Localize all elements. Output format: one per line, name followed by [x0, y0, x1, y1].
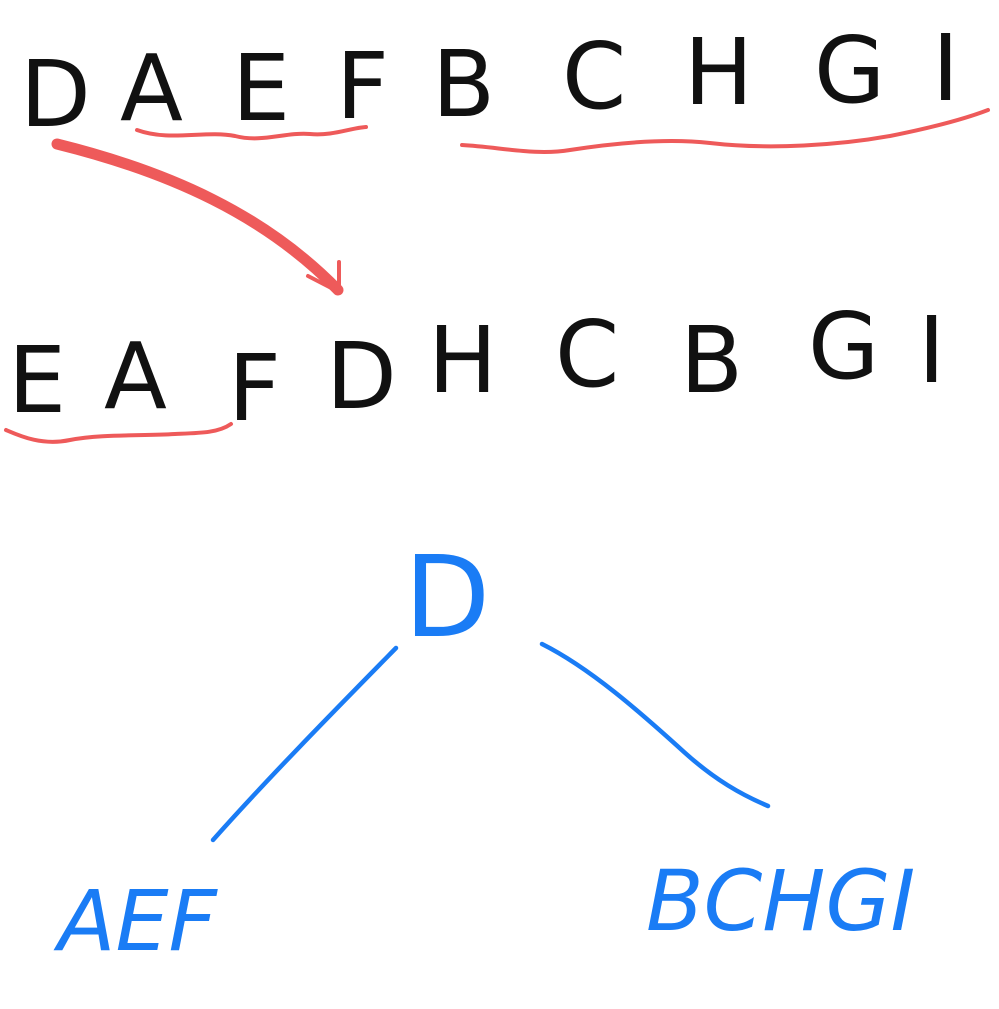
seq2-letter-5: H — [428, 307, 497, 414]
binary-tree: D AEF BCHGI — [53, 533, 915, 970]
second-sequence: E A F D H C B G I — [8, 293, 945, 442]
first-sequence: D A E F B C H G I — [20, 15, 959, 148]
seq2-letter-6: C — [555, 301, 619, 408]
seq2-letter-4: D — [326, 323, 397, 430]
seq1-letter-3: E — [232, 35, 290, 142]
seq2-letter-7: B — [680, 307, 743, 414]
right-subtree-label: BCHGI — [646, 852, 915, 950]
seq1-letter-1: D — [20, 41, 91, 148]
left-branch — [210, 645, 399, 843]
seq2-letter-1: E — [8, 327, 66, 434]
seq1-letter-7: H — [684, 19, 753, 126]
underline-left-group-2 — [4, 422, 233, 444]
move-arrow — [51, 138, 344, 296]
underline-right-group-1 — [460, 108, 990, 155]
arrow-shaft — [51, 138, 344, 296]
seq1-letter-8: G — [814, 17, 885, 124]
seq1-letter-4: F — [336, 33, 389, 140]
left-subtree-label: AEF — [53, 872, 219, 970]
underline-left-group-1 — [135, 125, 368, 141]
seq2-letter-2: A — [104, 323, 167, 430]
right-branch — [539, 641, 771, 809]
seq1-letter-2: A — [120, 35, 183, 142]
seq1-letter-9: I — [932, 15, 959, 122]
seq2-letter-8: G — [808, 293, 879, 400]
seq2-letter-3: F — [228, 335, 281, 442]
tree-root-node: D — [404, 533, 490, 663]
arrow-head — [306, 260, 341, 294]
seq2-letter-9: I — [918, 297, 945, 404]
seq1-letter-5: B — [432, 31, 495, 138]
seq1-letter-6: C — [562, 23, 626, 130]
